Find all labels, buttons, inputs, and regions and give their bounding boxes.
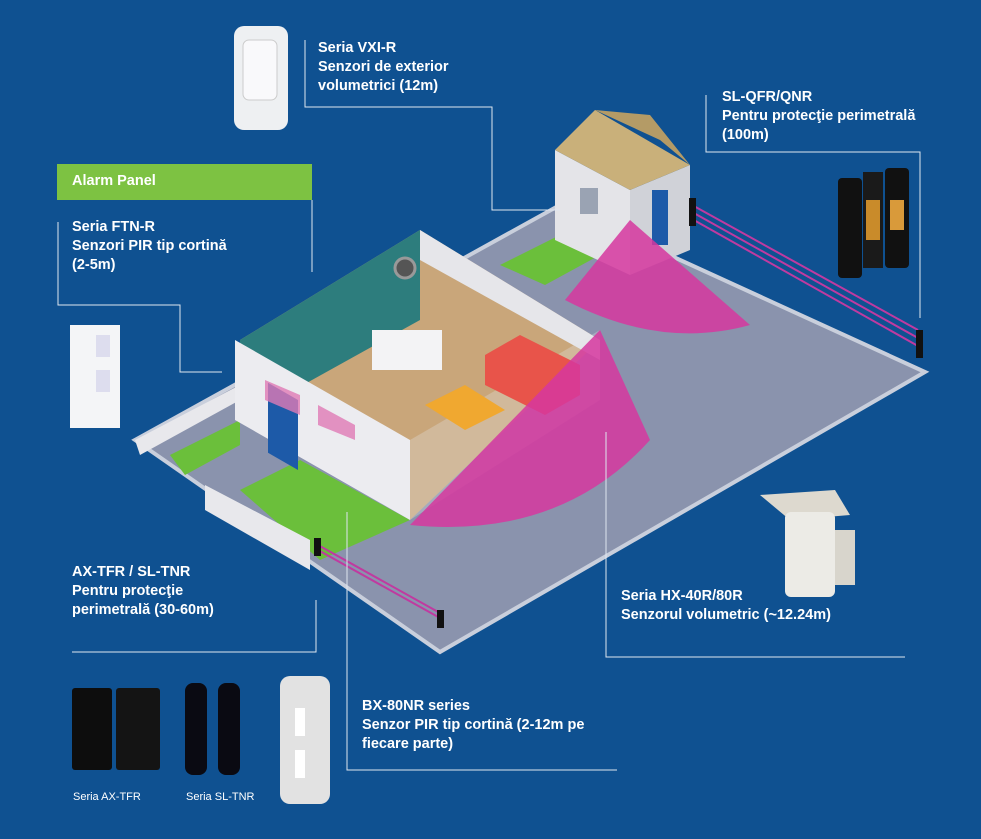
label-line: Senzori PIR tip cortină [72,238,227,254]
garden-wall [135,385,240,455]
lawn [170,420,240,475]
label-title: AX-TFR / SL-TNR [72,564,191,580]
alarm-panel-banner: Alarm Panel [57,164,312,200]
label-line: volumetrici (12m) [318,78,439,94]
label-line: Senzor PIR tip cortină (2-12m pe [362,717,585,733]
perimeter-beam [317,204,919,619]
label-line: (2-5m) [72,257,116,273]
sl-tnr-caption: Seria SL-TNR [186,791,255,803]
label-line: Senzorul volumetric (~12.24m) [621,607,831,623]
vxi-r-sensor-image [234,26,288,130]
bx-80nr-sensor-image [280,676,330,804]
detection-zone [565,220,750,334]
garden-wall [205,485,310,570]
ax-tfr-label: AX-TFR / SL-TNR Pentru protecţie perimet… [72,563,214,620]
curtain-detection-zone [265,380,300,415]
alarm-panel-label: Alarm Panel [72,173,156,189]
sl-qfr-label: SL-QFR/QNR Pentru protecţie perimetrală … [722,88,915,145]
label-line: fiecare parte) [362,736,454,752]
hx-40r-sensor-image [760,490,855,597]
beam-sensor-post [916,330,923,358]
beam-sensor-post [314,538,321,556]
ax-tfr-caption: Seria AX-TFR [73,791,141,803]
house-side-wall [420,230,600,360]
label-line: Pentru protecţie perimetrală [722,108,916,124]
ftn-r-label: Seria FTN-R Senzori PIR tip cortină (2-5… [72,218,227,275]
shed-roof [555,110,690,190]
label-title: Seria HX-40R/80R [621,588,743,604]
label-line: Pentru protecţie [72,583,184,599]
label-title: BX-80NR series [362,698,470,714]
table [425,385,505,430]
wall-clock [393,256,417,280]
label-line: perimetrală (30-60m) [72,602,214,618]
sl-qfr-sensor-image [838,168,909,278]
label-title: Seria VXI-R [318,40,397,56]
beam-sensor-post [437,610,444,628]
label-line: (100m) [722,127,769,143]
shed-window [580,188,598,214]
leader-lines [57,40,921,771]
bx-80nr-label: BX-80NR series Senzor PIR tip cortină (2… [362,697,584,754]
sl-tnr-sensor-image [185,683,240,775]
vxi-r-label: Seria VXI-R Senzori de exterior volumetr… [318,39,449,96]
house-front-wall [235,340,410,520]
shed-roof-side [595,110,690,165]
beam-sensor-post [689,198,696,226]
desk [372,330,442,370]
label-line: Senzori de exterior [318,59,449,75]
detection-zone [410,330,650,527]
hx-label: Seria HX-40R/80R Senzorul volumetric (~1… [621,587,831,625]
lawn [240,460,410,560]
shed-door [652,190,668,245]
ax-tfr-sensor-image [72,688,160,770]
ftn-r-sensor-image [70,325,120,428]
label-title: Seria FTN-R [72,219,155,235]
label-title: SL-QFR/QNR [722,89,813,105]
curtain-detection-zone [318,405,355,440]
